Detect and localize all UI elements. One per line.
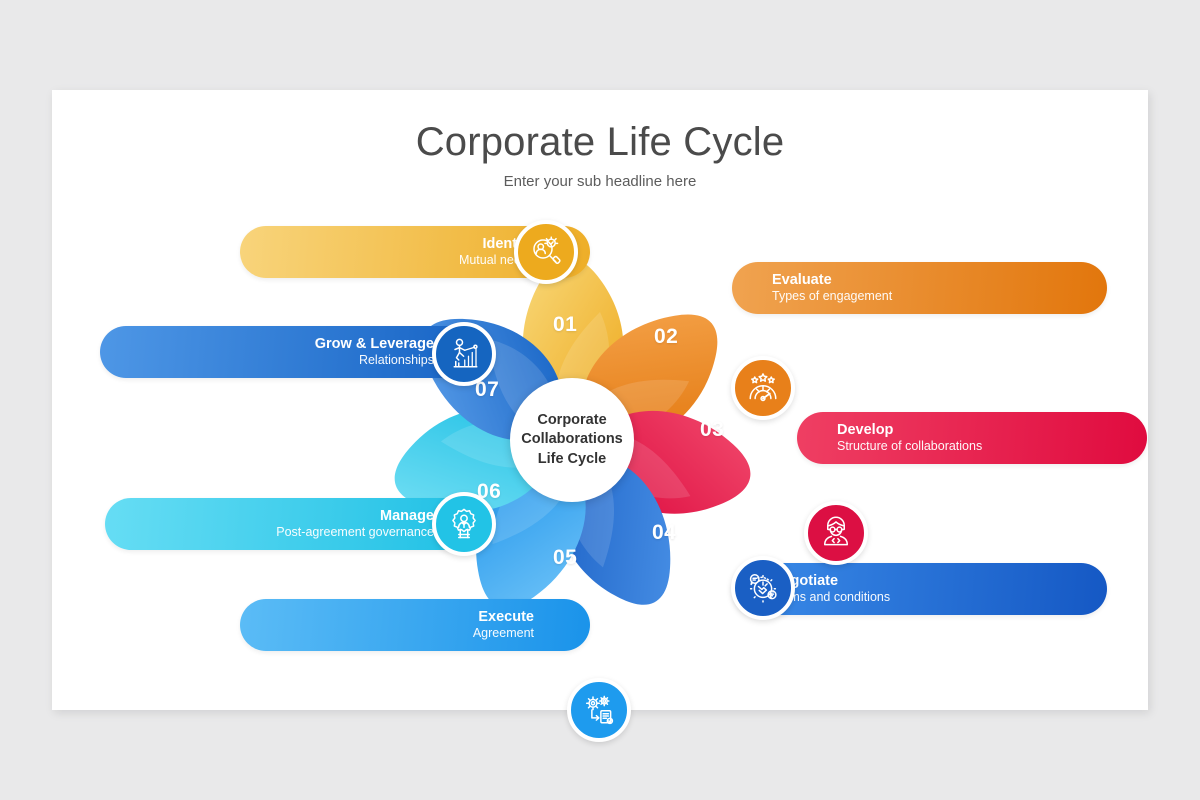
icon-circle-grow-leverage[interactable] — [432, 322, 496, 386]
petal-number-01: 01 — [553, 313, 578, 336]
bar-grow-leverage[interactable]: Grow & Leverage Relationships — [100, 326, 490, 378]
bar-grow-leverage-title: Grow & Leverage — [314, 336, 434, 353]
center-hub-line-2: Collaborations — [521, 431, 623, 448]
bar-identify-title: Identify — [482, 236, 534, 253]
bar-develop-title: Develop — [837, 422, 894, 439]
bar-grow-leverage-subtitle: Relationships — [358, 353, 434, 368]
icon-circle-manage[interactable] — [432, 492, 496, 556]
petal-number-02: 02 — [654, 325, 679, 348]
gauge-stars-rating-icon — [749, 373, 777, 402]
magnifier-person-check-icon — [533, 236, 561, 264]
bar-manage-title: Manage — [380, 508, 434, 525]
person-growth-chart-icon — [453, 338, 478, 368]
slide-card: Corporate Life Cycle Enter your sub head… — [52, 90, 1148, 742]
petal-number-05: 05 — [553, 546, 578, 569]
center-hub-line-1: Corporate — [537, 412, 607, 429]
bar-execute[interactable]: Execute Agreement — [240, 599, 590, 651]
petal-number-07: 07 — [475, 378, 500, 401]
bar-develop[interactable]: Develop Structure of collaborations — [797, 412, 1147, 464]
page-title: Corporate Life Cycle — [415, 120, 785, 164]
bar-develop-subtitle: Structure of collaborations — [837, 439, 983, 454]
icon-circle-identify[interactable] — [514, 220, 578, 284]
center-hub-text: Corporate Collaborations Life Cycle — [521, 411, 623, 468]
bar-evaluate-subtitle: Types of engagement — [772, 289, 893, 304]
bar-negotiate-subtitle: Terms and conditions — [772, 590, 891, 605]
icon-circle-execute[interactable] — [567, 678, 631, 742]
bar-manage-subtitle: Post-agreement governance — [276, 525, 434, 540]
center-hub-line-3: Life Cycle — [537, 450, 607, 467]
bar-evaluate[interactable]: Evaluate Types of engagement — [732, 262, 1107, 314]
icon-circle-negotiate[interactable] — [731, 556, 795, 620]
bar-evaluate-title: Evaluate — [772, 272, 832, 289]
petal-number-03: 03 — [700, 418, 725, 441]
bar-negotiate-title: Negotiate — [772, 573, 839, 590]
bar-manage[interactable]: Manage Post-agreement governance — [105, 498, 490, 550]
handshake-network-icon — [749, 574, 777, 603]
gear-person-icon — [452, 508, 476, 539]
gears-document-icon — [585, 695, 614, 725]
bar-execute-title: Execute — [478, 609, 534, 626]
page-subtitle: Enter your sub headline here — [503, 173, 697, 190]
petal-number-04: 04 — [652, 521, 677, 544]
developer-person-code-icon — [824, 516, 848, 546]
bar-execute-subtitle: Agreement — [472, 626, 534, 641]
center-hub: Corporate Collaborations Life Cycle — [510, 378, 634, 502]
bar-identify-subtitle: Mutual needs — [458, 253, 534, 268]
icon-circle-develop[interactable] — [804, 501, 868, 565]
icon-circle-evaluate[interactable] — [731, 356, 795, 420]
